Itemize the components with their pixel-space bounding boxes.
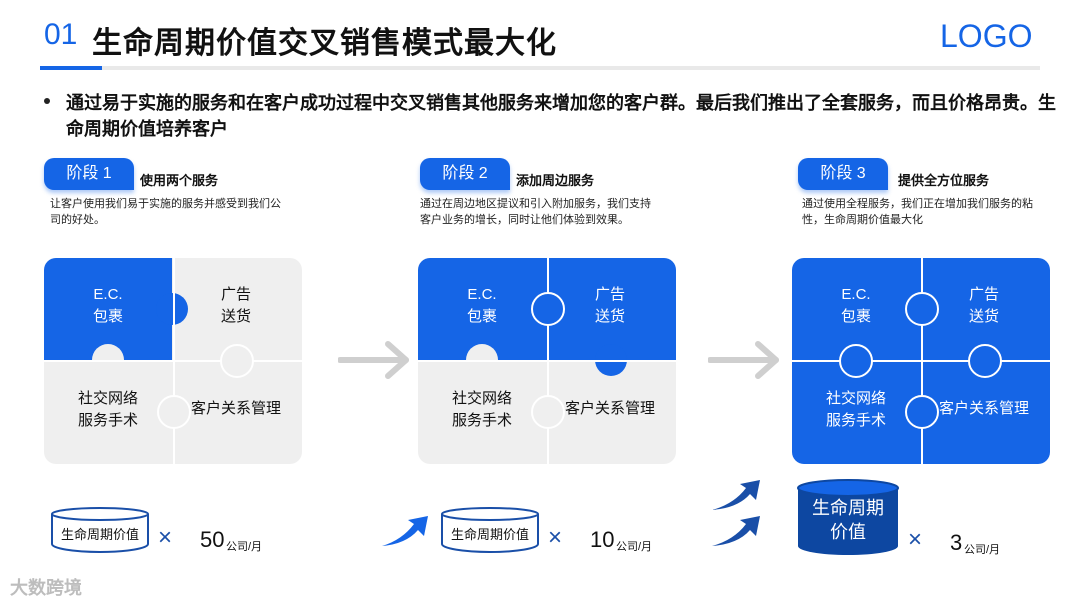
double-up-arrow-icon — [712, 480, 760, 546]
up-arrow-icon — [382, 516, 428, 546]
stage-1-header: 阶段 1 — [44, 158, 134, 190]
stage-1-badge: 阶段 1 — [44, 158, 134, 190]
stage-3-title: 提供全方位服务 — [898, 173, 990, 188]
right-arrow-icon — [708, 341, 779, 379]
piece-ec — [44, 258, 172, 360]
metric-1-unit: 公司/月 — [226, 541, 263, 553]
cylinder-icon — [51, 507, 149, 553]
piece-social-label: 社交网络 服务手术 — [77, 390, 138, 429]
title-divider-accent — [40, 66, 102, 70]
piece-ec-label: E.C. 包裹 — [466, 286, 497, 325]
piece-ad-label: 广告 送货 — [220, 286, 251, 325]
metric-2-label: 生命周期价值 — [450, 527, 529, 542]
piece-ec-label: E.C. 包裹 — [840, 286, 871, 325]
metric-3-unit: 公司/月 — [964, 544, 1001, 556]
stage-2-title: 添加周边服务 — [516, 173, 595, 188]
puzzle-stage-2 — [418, 258, 676, 464]
intro-text: 通过易于实施的服务和在客户成功过程中交叉销售其他服务来增加您的客户群。最后我们推… — [66, 93, 1056, 139]
metric-2-unit: 公司/月 — [616, 541, 653, 553]
piece-crm-label: 客户关系管理 — [938, 400, 1029, 417]
piece-crm-label: 客户关系管理 — [190, 400, 281, 417]
metric-3-label: 生命周期 价值 — [812, 498, 884, 542]
piece-ec-label: E.C. 包裹 — [92, 286, 123, 325]
metric-3-value: 3 — [950, 530, 963, 555]
stage-3-desc: 通过使用全程服务，我们正在增加我们服务的粘性，生命周期价值最大化 — [802, 198, 1033, 226]
right-arrow-icon — [338, 341, 409, 379]
multiply-icon: × — [908, 526, 923, 553]
stage-2-badge: 阶段 2 — [420, 158, 510, 190]
metric-2-value: 10 — [590, 527, 615, 552]
piece-social-label: 社交网络 服务手术 — [825, 390, 886, 429]
stage-1-desc: 让客户使用我们易于实施的服务并感受到我们公司的好处。 — [50, 198, 281, 226]
metric-1-value: 50 — [200, 527, 225, 552]
cylinder-icon-filled — [797, 479, 899, 555]
bullet-icon — [44, 98, 50, 104]
section-number: 01 — [44, 18, 78, 51]
piece-ad-label: 广告 送货 — [594, 286, 625, 325]
watermark: 大数跨境 — [10, 578, 82, 598]
stage-3-badge: 阶段 3 — [798, 158, 888, 190]
puzzle-stage-1 — [44, 258, 302, 464]
piece-social-label: 社交网络 服务手术 — [451, 390, 512, 429]
stage-2-desc: 通过在周边地区提议和引入附加服务，我们支持客户业务的增长，同时让他们体验到效果。 — [420, 198, 651, 226]
piece-crm-label: 客户关系管理 — [564, 400, 655, 417]
stage-3-header: 阶段 3 — [798, 158, 888, 190]
title-divider — [40, 66, 1040, 70]
metric-1-label: 生命周期价值 — [60, 527, 139, 542]
cylinder-icon — [441, 507, 539, 553]
multiply-icon: × — [548, 524, 563, 551]
stage-2-header: 阶段 2 — [420, 158, 510, 190]
multiply-icon: × — [158, 524, 173, 551]
piece-ad-label: 广告 送货 — [968, 286, 999, 325]
page-title: 生命周期价值交叉销售模式最大化 — [92, 27, 557, 60]
logo: LOGO — [940, 18, 1033, 54]
puzzle-stage-3 — [792, 258, 1050, 464]
stage-1-title: 使用两个服务 — [140, 173, 219, 188]
